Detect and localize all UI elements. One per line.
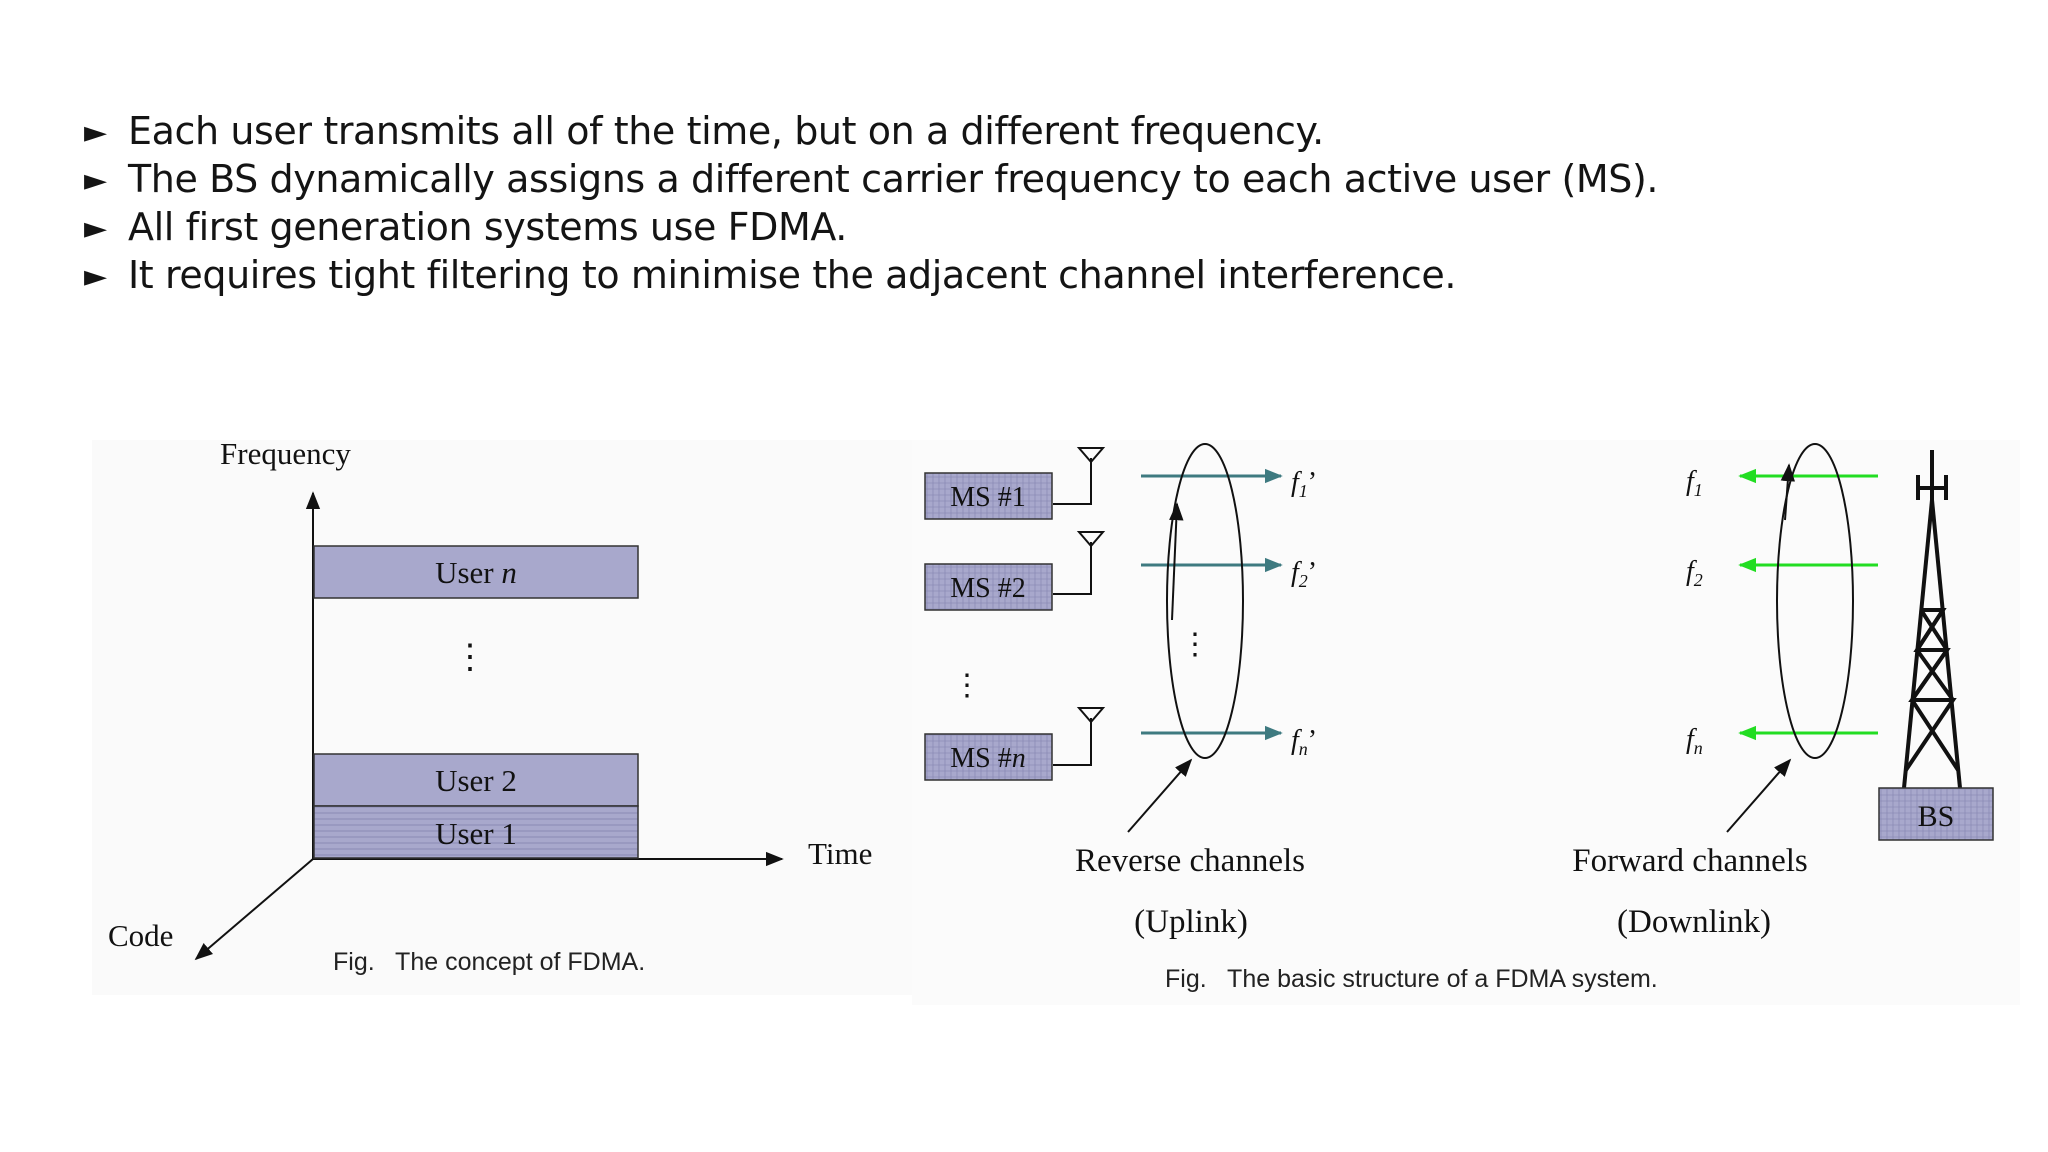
reverse-pointer-arrow [1127,758,1193,833]
fdma-system-figure: MS #1 MS #2 ⋮ MS #n ⋮ f1’ f2’ fn’ Revers… [924,443,1994,993]
user-1-label: User 1 [435,816,517,851]
figure1-background [92,440,912,995]
user-1-band [313,805,639,859]
forward-channels-label: Forward channels [1572,843,1808,879]
msn-label: MS #n [950,743,1025,774]
reverse-f1-label: f1’ [1291,467,1317,501]
ms1-label: MS #1 [950,482,1025,513]
bullet-item: ► The BS dynamically assigns a different … [84,156,1659,204]
user-n-band [313,545,639,599]
reverse-channels-label: Reverse channels [1075,843,1305,879]
bs-box [1878,787,1994,841]
ms-ellipsis-dots: ⋮ [952,669,982,702]
bullet-item: ► All first generation systems use FDMA. [84,204,1658,252]
bullet-list: ► Each user transmits all of the time, bu… [84,108,1659,300]
msn-box [924,733,1053,781]
code-axis [194,858,314,961]
forward-f1-label: f1 [1686,466,1703,500]
ms2-box [924,563,1053,611]
ellipsis-dots: ⋮ [453,639,487,676]
forward-fn-label: fn [1686,724,1703,758]
figure2-background [912,440,2020,1005]
bullet-text: It requires tight filtering to minimise … [128,253,1457,297]
user-2-label: User 2 [435,763,517,798]
antenna-icon [1053,707,1106,766]
time-axis-label: Time [808,836,872,871]
triangle-bullet-icon: ► [84,259,107,294]
base-station-tower-icon [1902,450,1962,789]
reverse-channels-ellipse [1166,443,1244,759]
reverse-fn-label: fn’ [1291,725,1317,759]
reverse-ellipsis-dots: ⋮ [1180,628,1210,661]
bullet-text: The BS dynamically assigns a different c… [128,157,1659,201]
bullet-text: Each user transmits all of the time, but… [128,109,1324,153]
uplink-label: (Uplink) [1134,904,1248,940]
ms2-label: MS #2 [950,573,1025,604]
ellipse-direction-arrow [1169,502,1184,621]
figure1-caption: Fig. The concept of FDMA. [333,948,645,976]
forward-ellipse-direction-arrow [1780,463,1796,521]
code-axis-label: Code [108,918,173,953]
downlink-label: (Downlink) [1617,904,1771,940]
user-n-label: User n [435,555,517,590]
bullet-item: ► Each user transmits all of the time, bu… [84,108,1658,156]
frequency-axis-label: Frequency [220,436,351,471]
triangle-bullet-icon: ► [84,115,107,150]
forward-f2-label: f2 [1686,556,1703,590]
antenna-icon [1053,447,1106,505]
bullet-item: ► It requires tight filtering to minimise… [84,252,1658,300]
reverse-f2-label: f2’ [1291,557,1317,591]
fdma-concept-figure: Frequency Time Code User n ⋮ User 2 User… [108,436,872,976]
ms1-box [924,472,1053,520]
figure2-caption: Fig. The basic structure of a FDMA syste… [1165,965,1658,993]
triangle-bullet-icon: ► [84,163,107,198]
bullet-text: All first generation systems use FDMA. [128,205,847,249]
forward-pointer-arrow [1726,758,1792,833]
bs-label: BS [1918,800,1955,833]
forward-channels-ellipse [1776,443,1854,759]
triangle-bullet-icon: ► [84,211,107,246]
antenna-icon [1053,531,1106,595]
